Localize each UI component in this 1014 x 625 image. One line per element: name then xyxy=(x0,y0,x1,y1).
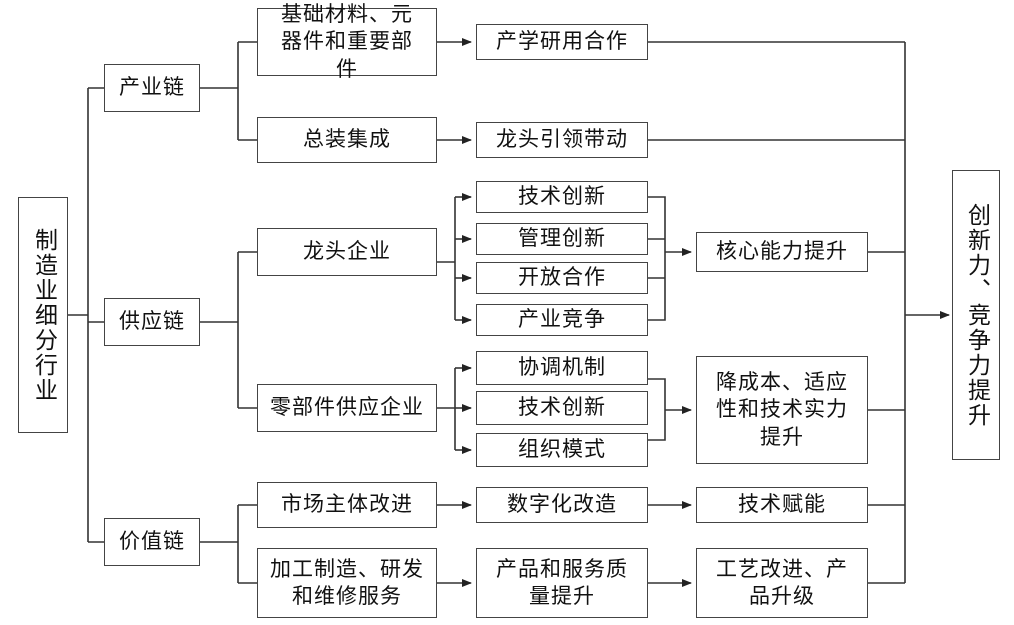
tech-empower-node: 技术赋能 xyxy=(696,487,868,523)
cost-adaptability-node: 降成本、适应性和技术实力提升 xyxy=(696,356,868,464)
industry-chain-node: 产业链 xyxy=(104,64,200,112)
materials-components-node: 基础材料、元器件和重要部件 xyxy=(257,2,437,81)
process-upgrade-node: 工艺改进、产品升级 xyxy=(696,548,868,618)
value-chain-node: 价值链 xyxy=(104,518,200,566)
parts-item-node: 组织模式 xyxy=(476,433,648,467)
supply-chain-node: 供应链 xyxy=(104,298,200,346)
manufacturing-services-node: 加工制造、研发和维修服务 xyxy=(257,548,437,618)
leader-item-node: 开放合作 xyxy=(476,262,648,294)
result-node: 创新力、竞争力提升 xyxy=(952,170,1000,460)
industry-academia-node: 产学研用合作 xyxy=(476,24,648,60)
parts-item-node: 技术创新 xyxy=(476,391,648,425)
parts-merge xyxy=(648,378,666,441)
convergence-lines xyxy=(648,41,906,584)
root-branch xyxy=(68,87,104,543)
digital-transform-node: 数字化改造 xyxy=(476,487,648,523)
parts-fan xyxy=(437,368,456,450)
leader-item-node: 技术创新 xyxy=(476,181,648,213)
assembly-integration-node: 总装集成 xyxy=(257,117,437,163)
leader-enterprise-node: 龙头企业 xyxy=(257,228,437,276)
value-branch xyxy=(200,504,257,584)
parts-item-node: 协调机制 xyxy=(476,351,648,385)
leader-driven-node: 龙头引领带动 xyxy=(476,122,648,158)
leader-item-node: 管理创新 xyxy=(476,223,648,255)
leader-merge xyxy=(648,196,666,321)
parts-supplier-node: 零部件供应企业 xyxy=(257,384,437,432)
root-node: 制造业细分行业 xyxy=(18,197,68,433)
leader-fan xyxy=(437,197,456,320)
core-capability-node: 核心能力提升 xyxy=(696,232,868,272)
quality-improve-node: 产品和服务质量提升 xyxy=(476,548,648,618)
industry-branch xyxy=(200,41,257,141)
market-entity-node: 市场主体改进 xyxy=(257,482,437,528)
leader-item-node: 产业竞争 xyxy=(476,304,648,336)
supply-branch xyxy=(200,251,257,409)
